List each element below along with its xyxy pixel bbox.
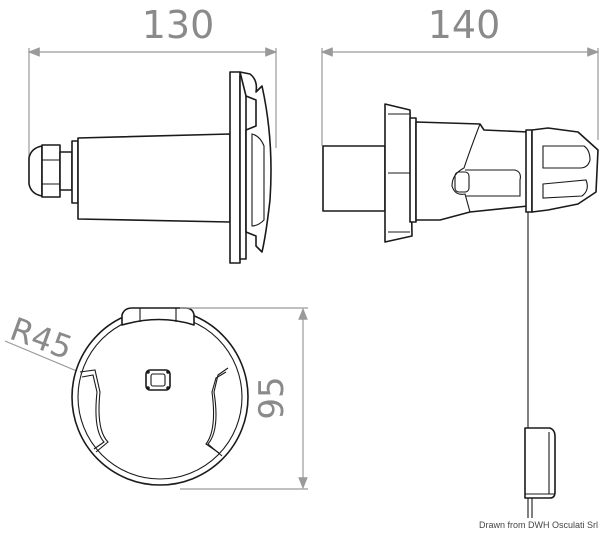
- flange-plate: [229, 71, 241, 264]
- dimension-140-label: 140: [428, 3, 501, 47]
- flip-lid: [239, 71, 272, 253]
- plug-pins: [322, 145, 386, 212]
- gland-cap: [28, 145, 43, 197]
- gland-body: [59, 151, 73, 191]
- front-view-flange: R45 95: [4, 307, 308, 490]
- dimension-130-label: 130: [142, 3, 215, 47]
- center-lock: [145, 369, 171, 391]
- side-view-plug: 140: [320, 3, 600, 518]
- side-view-socket: 130: [27, 3, 278, 264]
- right-notch: [207, 367, 229, 457]
- lanyard-tab: [524, 427, 556, 499]
- plug-body: [415, 121, 529, 221]
- gland-nut: [41, 144, 61, 198]
- gland-collar: [71, 140, 79, 204]
- radius-label: R45: [5, 310, 77, 367]
- socket-barrel: [77, 133, 231, 223]
- dimension-95-label: 95: [252, 376, 292, 419]
- plug-handle: [531, 127, 599, 213]
- left-notch: [79, 369, 109, 453]
- flange-outer-ring: [71, 308, 249, 486]
- credit-text: Drawn from DWH Osculati Srl: [479, 520, 598, 530]
